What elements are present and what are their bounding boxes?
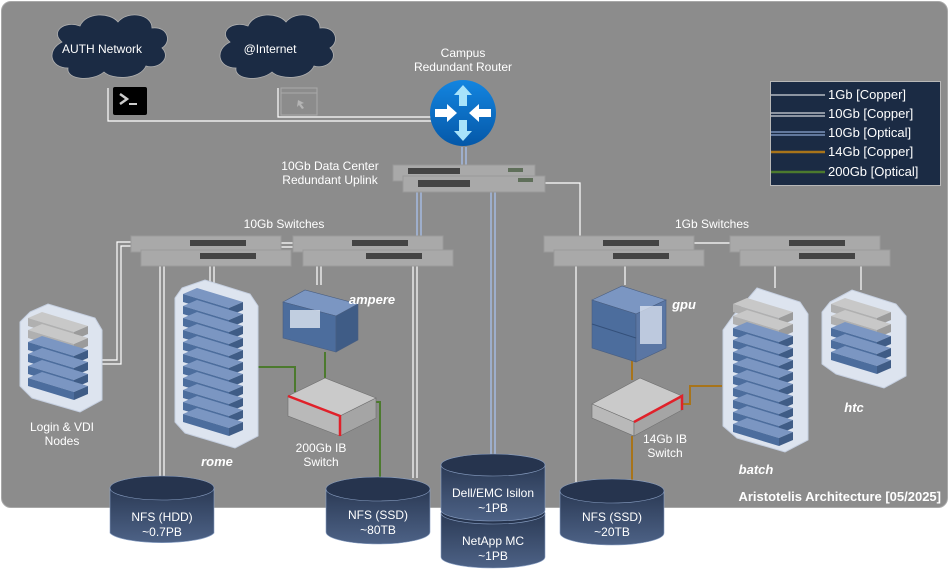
- router-icon: [430, 80, 496, 146]
- ib-200gb-label-line2: Switch: [303, 455, 339, 469]
- router-label-line2: Redundant Router: [413, 60, 513, 74]
- router-label-line1: Campus: [440, 46, 486, 60]
- auth-network-label: AUTH Network: [61, 42, 142, 56]
- storage-nfs-ssd-20tb-label: NFS (SSD) ~20TB: [560, 510, 664, 540]
- legend-label: 14Gb [Copper]: [828, 144, 914, 159]
- batch-rack: [722, 287, 809, 453]
- ten-gb-switch-2: [292, 235, 454, 267]
- line-swatch: [771, 150, 825, 154]
- storage-nfs-hdd: [109, 475, 215, 543]
- legend-item-1gb-copper: 1Gb [Copper]: [771, 86, 942, 104]
- connection-lines: [102, 88, 862, 482]
- line-swatch: [771, 112, 825, 117]
- storage-capacity: ~0.7PB: [142, 525, 182, 539]
- htc-label: htc: [844, 400, 864, 415]
- legend-label: 10Gb [Optical]: [828, 125, 912, 140]
- ampere-label: ampere: [348, 292, 396, 307]
- rome-label: rome: [201, 454, 233, 469]
- uplink-label-line1: 10Gb Data Center: [281, 159, 379, 173]
- line-swatch: [771, 131, 825, 136]
- line-swatch: [771, 94, 825, 96]
- storage-capacity: ~80TB: [360, 523, 396, 537]
- login-nodes-label-line2: Nodes: [44, 434, 80, 448]
- ib-200gb-label-line1: 200Gb IB: [295, 441, 347, 455]
- legend-item-10gb-copper: 10Gb [Copper]: [771, 105, 942, 123]
- ib-14gb-switch-label: 14Gb IB Switch: [635, 432, 695, 460]
- storage-capacity: ~1PB: [478, 549, 508, 563]
- storage-nfs-hdd-label: NFS (HDD) ~0.7PB: [110, 510, 214, 540]
- rome-rack: [174, 279, 259, 449]
- login-nodes-label: Login & VDI Nodes: [12, 420, 112, 448]
- ib-200gb-switch: [287, 377, 377, 437]
- storage-netapp-label: NetApp MC ~1PB: [441, 534, 545, 564]
- ten-gb-switch-1: [130, 235, 292, 267]
- legend-item-14gb-copper: 14Gb [Copper]: [771, 143, 942, 161]
- one-gb-switches-label: 1Gb Switches: [674, 217, 750, 231]
- storage-capacity: ~20TB: [594, 525, 630, 539]
- router-label: Campus Redundant Router: [403, 46, 523, 74]
- diagram-title: Aristotelis Architecture [05/2025]: [738, 489, 941, 504]
- ib-14gb-label-line1: 14Gb IB: [642, 432, 688, 446]
- login-nodes-rack: [19, 303, 103, 413]
- line-swatch: [771, 170, 825, 174]
- one-gb-switch-1: [543, 235, 705, 267]
- auth-network-cloud: [51, 14, 168, 79]
- ten-gb-switches-label: 10Gb Switches: [243, 217, 325, 231]
- storage-isilon-label: Dell/EMC Isilon ~1PB: [441, 486, 545, 516]
- storage-name: NetApp MC: [461, 534, 525, 548]
- storage-name: NFS (SSD): [582, 510, 642, 524]
- uplink-switch: [392, 164, 546, 193]
- storage-nfs-ssd-80tb: [325, 476, 431, 545]
- storage-name: NFS (SSD): [348, 508, 408, 522]
- batch-label: batch: [738, 462, 774, 477]
- legend: 1Gb [Copper] 10Gb [Copper] 10Gb [Optical…: [770, 81, 941, 186]
- internet-label: @Internet: [243, 42, 297, 56]
- legend-item-10gb-optical: 10Gb [Optical]: [771, 124, 942, 142]
- gpu-label: gpu: [672, 297, 696, 312]
- storage-capacity: ~1PB: [478, 501, 508, 515]
- storage-isilon: [440, 453, 546, 522]
- gpu-server: [591, 285, 667, 363]
- uplink-label-line2: Redundant Uplink: [282, 173, 378, 187]
- uplink-label: 10Gb Data Center Redundant Uplink: [270, 159, 390, 187]
- legend-label: 10Gb [Copper]: [828, 106, 914, 121]
- terminal-icon: [113, 87, 147, 115]
- one-gb-switch-2: [729, 235, 891, 267]
- ib-14gb-switch: [591, 377, 684, 437]
- storage-nfs-ssd-80tb-label: NFS (SSD) ~80TB: [326, 508, 430, 538]
- legend-label: 1Gb [Copper]: [828, 87, 907, 102]
- ib-14gb-label-line2: Switch: [647, 446, 683, 460]
- legend-item-200gb-optical: 200Gb [Optical]: [771, 163, 942, 181]
- htc-rack: [821, 289, 907, 389]
- browser-window-icon: [280, 87, 318, 116]
- legend-label: 200Gb [Optical]: [828, 164, 919, 179]
- login-nodes-label-line1: Login & VDI: [29, 420, 95, 434]
- ib-200gb-switch-label: 200Gb IB Switch: [286, 441, 356, 469]
- internet-cloud: [219, 14, 336, 79]
- storage-nfs-ssd-20tb: [559, 478, 665, 546]
- storage-name: Dell/EMC Isilon: [451, 486, 535, 500]
- ampere-server: [282, 289, 359, 353]
- storage-name: NFS (HDD): [131, 510, 193, 524]
